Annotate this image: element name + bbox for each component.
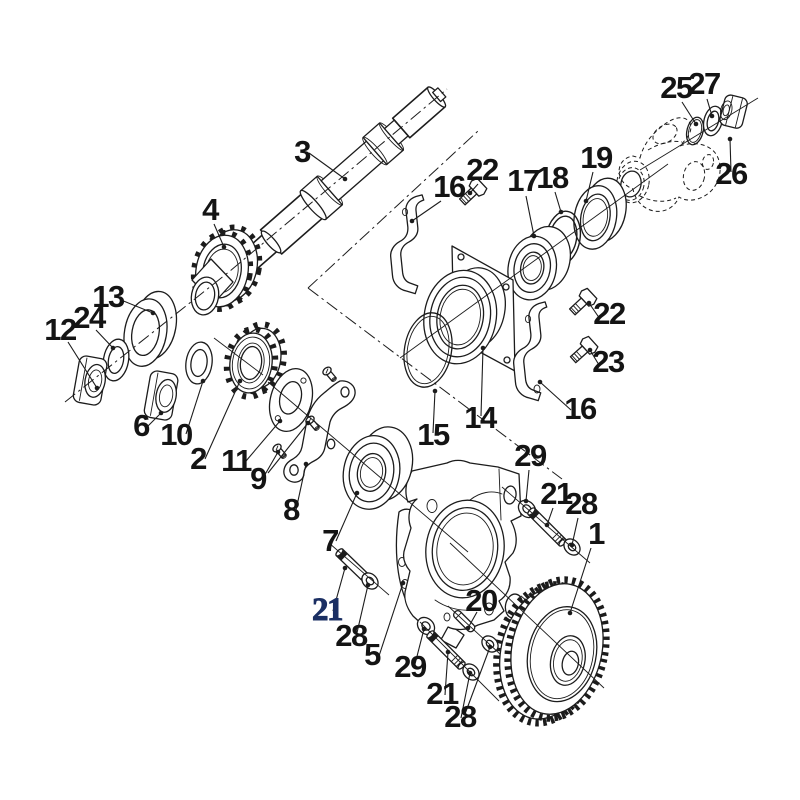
callout-10: 10	[160, 378, 206, 452]
callout-18: 18	[536, 160, 570, 215]
callout-label-29-right: 29	[514, 438, 547, 473]
callout-11: 11	[221, 418, 283, 478]
callout-label-28-right: 28	[565, 486, 598, 521]
callout-label-23: 23	[592, 344, 625, 379]
callout-label-22-upper: 22	[466, 152, 498, 187]
callout-7: 7	[322, 490, 360, 558]
part-1-gear	[493, 576, 610, 727]
part-7-bearing	[342, 426, 414, 510]
callout-8: 8	[283, 461, 309, 527]
callout-label-7: 7	[322, 523, 338, 558]
callout-label-17: 17	[507, 163, 539, 198]
callout-21-right: 21	[540, 476, 574, 528]
callout-label-16-upper: 16	[433, 169, 466, 204]
callout-label-6: 6	[133, 408, 150, 443]
callout-12: 12	[44, 312, 100, 391]
callout-label-14: 14	[464, 400, 498, 435]
part-12-nut	[72, 355, 108, 406]
callout-label-3: 3	[294, 134, 311, 169]
callout-21-bottom: 21	[426, 649, 460, 711]
callout-label-21-right: 21	[540, 476, 573, 511]
callout-label-9: 9	[250, 461, 267, 496]
part-24-washer	[102, 338, 130, 382]
callout-label-2: 2	[190, 441, 206, 476]
callout-label-15: 15	[417, 417, 450, 452]
callout-16-upper: 16	[409, 169, 467, 224]
callout-28-right: 28	[565, 486, 599, 548]
callout-16-lower: 16	[537, 379, 598, 426]
callout-21-left-highlight: 21	[312, 565, 348, 628]
callout-13: 13	[92, 279, 156, 316]
part-14-bearing-retainer	[423, 245, 516, 372]
callout-27: 27	[688, 66, 721, 119]
callout-20: 20	[465, 583, 498, 631]
callout-label-20: 20	[465, 583, 497, 618]
callout-28-left: 28	[335, 582, 371, 653]
part-10-washer	[185, 341, 213, 385]
callout-label-18: 18	[536, 160, 569, 195]
part-2-sprocket	[223, 321, 287, 400]
callout-label-28-left: 28	[335, 618, 368, 653]
callout-label-19: 19	[580, 140, 613, 175]
part-13-needle-bearing	[123, 290, 178, 367]
callout-label-5: 5	[364, 637, 381, 672]
callout-label-21-left: 21	[312, 592, 342, 628]
callout-3: 3	[294, 134, 348, 182]
callout-label-24: 24	[73, 300, 107, 335]
callout-29-right: 29	[514, 438, 548, 504]
callout-label-27: 27	[688, 66, 720, 101]
callouts: 3 4 13 24 12 6 10 2	[44, 66, 749, 734]
callout-label-21-bottom: 21	[426, 676, 459, 711]
callout-label-29-bottom: 29	[394, 649, 427, 684]
part-15-o-ring	[403, 312, 453, 388]
callout-label-26: 26	[715, 156, 748, 191]
callout-label-12: 12	[44, 312, 76, 347]
callout-label-4: 4	[202, 192, 220, 227]
callout-26: 26	[715, 136, 749, 191]
callout-17: 17	[507, 163, 540, 239]
callout-23: 23	[587, 344, 626, 379]
part-6-nut	[143, 370, 179, 421]
callout-5: 5	[364, 580, 406, 672]
construction-lines	[64, 88, 759, 702]
part-16-clip-lower	[510, 299, 548, 402]
callout-2: 2	[190, 378, 243, 476]
callout-label-22-right: 22	[593, 296, 625, 331]
part-26-nut	[719, 94, 748, 129]
callout-label-11: 11	[221, 443, 252, 478]
callout-label-16-lower: 16	[564, 391, 597, 426]
part-11-gasket-plate	[268, 367, 314, 433]
part-16-clip-upper	[387, 192, 425, 295]
callout-19: 19	[580, 140, 614, 204]
callout-22-upper: 22	[466, 152, 499, 196]
part-4-gear-hub	[190, 224, 263, 316]
callout-22-right: 22	[586, 296, 626, 331]
callout-14: 14	[464, 345, 499, 435]
callout-29-bottom: 29	[394, 626, 428, 684]
callout-25: 25	[660, 70, 699, 127]
callout-28-bottom: 28	[444, 644, 493, 734]
callout-label-25: 25	[660, 70, 693, 105]
callout-label-10: 10	[160, 417, 192, 452]
callout-4: 4	[202, 192, 227, 250]
callout-6: 6	[133, 408, 164, 443]
callout-9: 9	[250, 420, 311, 496]
part-17-bearing	[507, 225, 572, 301]
callout-label-13: 13	[92, 279, 125, 314]
callout-label-28-bottom: 28	[444, 699, 477, 734]
callout-label-1: 1	[588, 516, 605, 551]
callout-1: 1	[567, 516, 607, 616]
callout-label-8: 8	[283, 492, 300, 527]
callout-24: 24	[73, 300, 116, 351]
callout-15: 15	[417, 388, 451, 452]
